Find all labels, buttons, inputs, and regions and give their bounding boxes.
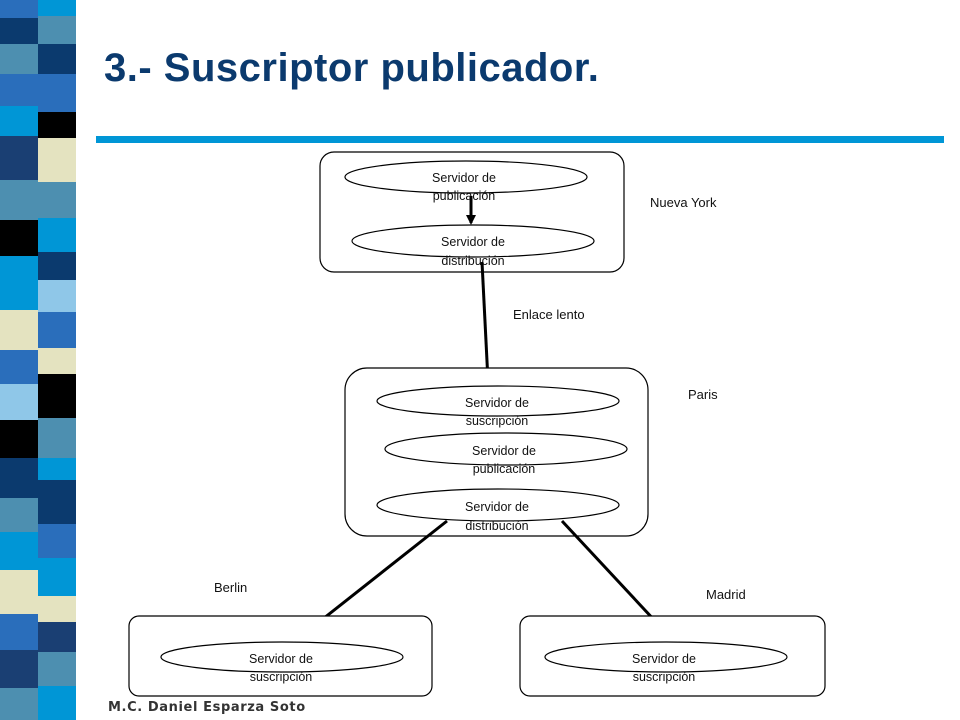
decorative-stripe-bar: [0, 0, 78, 720]
stripe: [0, 532, 38, 570]
stripe: [0, 0, 38, 18]
stripe: [38, 312, 76, 348]
node-berlin-suscripcion-line1: Servidor de: [249, 652, 313, 666]
title-underline: [96, 136, 944, 143]
stripe: [38, 112, 76, 138]
node-madrid-suscripcion-line1: Servidor de: [632, 652, 696, 666]
arrow-ny-to-paris: [480, 261, 493, 383]
link-label-enlace-lento: Enlace lento: [513, 307, 585, 322]
stripe: [38, 348, 76, 374]
node-paris-suscripcion-line1: Servidor de: [465, 396, 529, 410]
stripe: [38, 0, 76, 16]
node-ny-distribucion: [351, 224, 595, 258]
stripe: [0, 180, 38, 220]
node-ny-publicacion: [344, 160, 588, 194]
stripe: [0, 350, 38, 384]
stripe: [38, 138, 76, 182]
stripe: [38, 622, 76, 652]
stripe: [38, 480, 76, 524]
site-label-paris: Paris: [688, 387, 718, 402]
stripe: [38, 16, 76, 44]
stripe: [38, 218, 76, 252]
stripe: [0, 458, 38, 498]
footer-author: M.C. Daniel Esparza Soto: [108, 700, 306, 715]
stripe: [0, 420, 38, 458]
stripe: [38, 652, 76, 686]
stripe: [38, 558, 76, 596]
stripe: [0, 384, 38, 420]
node-paris-distribucion: [376, 488, 620, 522]
stripe: [38, 458, 76, 480]
node-ny-distribucion-line2: distribución: [441, 254, 504, 268]
stripe: [38, 74, 76, 112]
stripe: [38, 44, 76, 74]
node-madrid-suscripcion: [544, 641, 788, 673]
node-berlin-suscripcion-line2: suscripción: [250, 670, 313, 684]
node-paris-publicacion: [384, 432, 628, 466]
stripe: [0, 570, 38, 614]
stripe: [0, 650, 38, 688]
stripe: [0, 44, 38, 74]
node-ny-publicacion-line1: Servidor de: [432, 171, 496, 185]
site-label-madrid: Madrid: [706, 587, 746, 602]
stripe: [38, 686, 76, 720]
page-title: 3.- Suscriptor publicador.: [104, 46, 600, 90]
node-paris-suscripcion: [376, 385, 620, 417]
node-berlin-suscripcion: [160, 641, 404, 673]
node-paris-publicacion-line1: Servidor de: [472, 444, 536, 458]
stripe: [0, 614, 38, 650]
stripe: [38, 374, 76, 418]
node-paris-publicacion-line2: publicación: [473, 462, 536, 476]
node-paris-distribucion-line2: distribución: [465, 519, 528, 533]
node-madrid-suscripcion-line2: suscripción: [633, 670, 696, 684]
site-label-nueva-york: Nueva York: [650, 195, 717, 210]
stripe: [38, 280, 76, 312]
node-paris-distribucion-line1: Servidor de: [465, 500, 529, 514]
stripe: [0, 256, 38, 310]
stripe: [0, 136, 38, 180]
site-label-berlin: Berlin: [214, 580, 247, 595]
stripe: [0, 310, 38, 350]
stripe: [38, 252, 76, 280]
node-paris-suscripcion-line2: suscripción: [466, 414, 529, 428]
stripe: [0, 106, 38, 136]
stripe: [38, 596, 76, 622]
stripe: [38, 182, 76, 218]
stripe: [0, 220, 38, 256]
stripe: [0, 498, 38, 532]
node-ny-publicacion-line2: publicación: [433, 189, 496, 203]
stripe: [0, 74, 38, 106]
stripe: [38, 524, 76, 558]
stripe: [0, 18, 38, 44]
stripe: [38, 418, 76, 458]
stripe: [0, 688, 38, 720]
node-ny-distribucion-line1: Servidor de: [441, 235, 505, 249]
